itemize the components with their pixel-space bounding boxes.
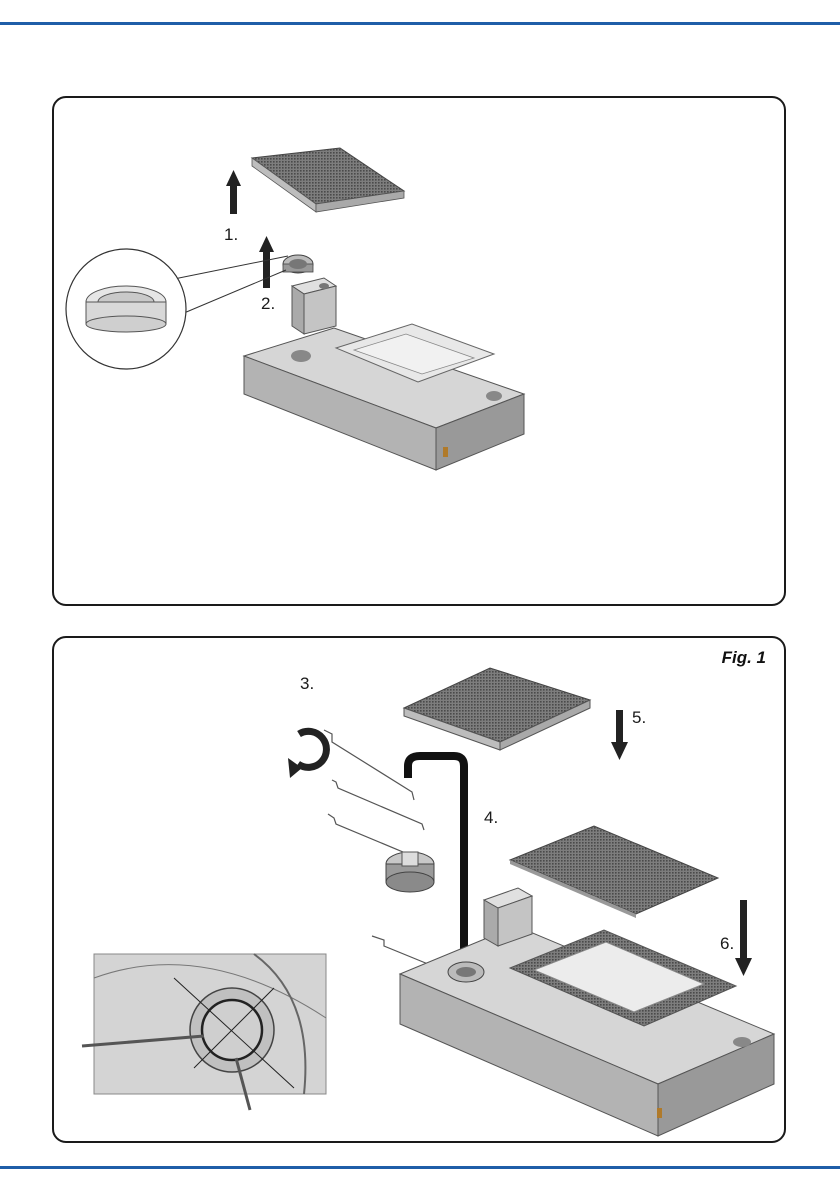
- rotate-icon: [288, 731, 326, 778]
- removal-illustration: [54, 98, 788, 608]
- wire-springs: [324, 730, 428, 964]
- illustration-panel-removal: 1. 2.: [52, 96, 786, 606]
- ring-part: [283, 255, 313, 273]
- step-3-label: 3.: [300, 674, 314, 694]
- arrow-up-icon: [226, 170, 241, 214]
- arrow-down-icon: [735, 900, 752, 976]
- footer-rule: [0, 1166, 840, 1169]
- base-housing: [400, 888, 774, 1136]
- step-6-label: 6.: [720, 934, 734, 954]
- assembly-illustration: [54, 638, 788, 1145]
- filter-mesh: [510, 826, 718, 918]
- step-2-label: 2.: [261, 294, 275, 314]
- step-1-label: 1.: [224, 225, 238, 245]
- illustration-panel-assembly: Fig. 1: [52, 636, 786, 1143]
- zoom-detail-inset: [82, 954, 326, 1110]
- base-housing: [244, 278, 524, 470]
- grille-cover: [252, 148, 404, 212]
- header-rule: [0, 22, 840, 25]
- step-4-label: 4.: [484, 808, 498, 828]
- arrow-down-icon: [611, 710, 628, 760]
- knob-part: [386, 852, 434, 892]
- grille-cover: [404, 668, 590, 750]
- zoom-detail-circle: [66, 249, 186, 369]
- step-5-label: 5.: [632, 708, 646, 728]
